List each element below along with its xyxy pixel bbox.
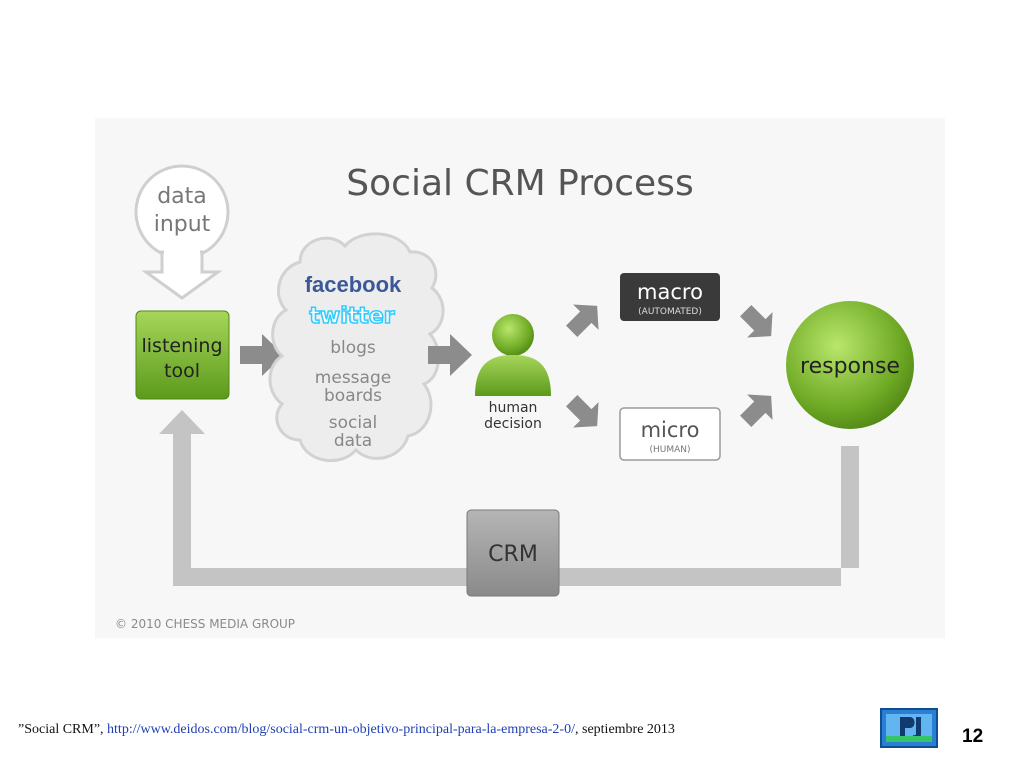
feedback-loop-arrow [159, 410, 859, 586]
footer-quote: ”Social CRM”, [18, 722, 108, 737]
source-blogs: blogs [330, 338, 376, 358]
arrow-micro-to-response [740, 394, 773, 427]
macro-label: macro [637, 280, 703, 304]
listening-tool-box: listening tool [135, 310, 230, 400]
source-social-line2: data [334, 431, 372, 451]
listening-tool-line1: listening [141, 335, 222, 357]
human-decision-line2: decision [484, 416, 542, 432]
source-social-line1: social [329, 413, 377, 433]
crm-label: CRM [488, 542, 538, 567]
footer-suffix: , septiembre 2013 [575, 722, 675, 737]
footer-reference: ”Social CRM”, http://www.deidos.com/blog… [18, 722, 675, 738]
person-icon [475, 314, 551, 396]
source-message-line1: message [315, 368, 391, 388]
source-facebook: facebook [305, 272, 402, 297]
micro-sublabel: (HUMAN) [649, 445, 690, 455]
data-input-line2: input [154, 212, 211, 237]
source-message-line2: boards [324, 386, 382, 406]
micro-label: micro [641, 418, 700, 442]
arrow-to-human [428, 334, 472, 376]
arrow-to-macro [566, 304, 599, 337]
crm-box: CRM [466, 509, 560, 597]
macro-sublabel: (AUTOMATED) [638, 307, 702, 317]
sources-cloud: facebook twitter blogs message boards so… [268, 232, 445, 463]
listening-tool-line2: tool [164, 360, 200, 382]
macro-box: macro (AUTOMATED) [620, 273, 720, 321]
human-decision-node: human decision [475, 314, 551, 432]
footer-link[interactable]: http://www.deidos.com/blog/social-crm-un… [107, 722, 575, 737]
institution-logo [880, 708, 938, 748]
response-node: response [786, 301, 914, 429]
response-label: response [800, 354, 900, 379]
data-input-bubble: data input [134, 164, 230, 300]
human-decision-line1: human [489, 400, 538, 416]
source-twitter: twitter [309, 304, 394, 329]
data-input-line1: data [157, 184, 207, 209]
social-crm-diagram: Social CRM Process data input listening … [115, 163, 914, 631]
page-number: 12 [962, 726, 984, 747]
arrow-to-micro [566, 395, 599, 428]
arrow-macro-to-response [740, 305, 773, 338]
copyright-text: © 2010 CHESS MEDIA GROUP [115, 617, 295, 631]
micro-box: micro (HUMAN) [619, 407, 721, 461]
diagram-title: Social CRM Process [346, 163, 693, 204]
